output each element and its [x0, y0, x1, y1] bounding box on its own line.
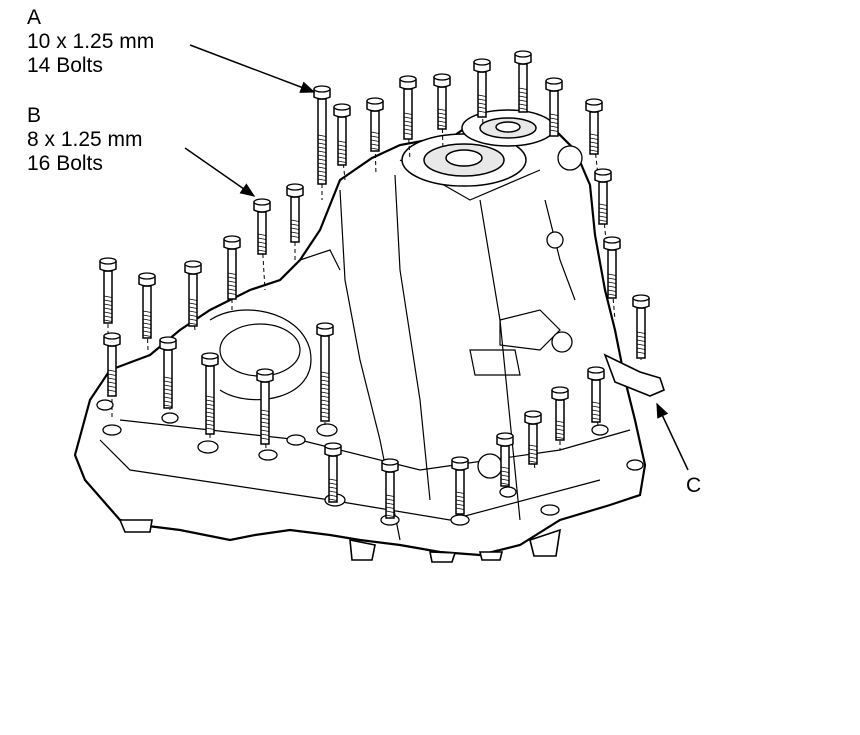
bolt: [201, 352, 219, 435]
mounting-holes: [96, 145, 644, 526]
leader-line-c: [656, 402, 689, 471]
bolt: [496, 432, 514, 487]
bolt: [551, 386, 569, 441]
case-bottom-flange: [118, 519, 561, 563]
bolt: [103, 332, 121, 397]
callout-b-size: 8 x 1.25 mm: [27, 128, 143, 151]
callout-c-letter: C: [686, 474, 702, 497]
bolt: [286, 183, 304, 243]
bolt: [433, 73, 451, 130]
bolt: [256, 368, 274, 445]
leader-line-a: [189, 44, 316, 93]
bolt: [451, 456, 469, 515]
bolt: [585, 98, 603, 155]
bolt: [324, 442, 342, 503]
bolt: [545, 77, 563, 137]
bracket-c: [603, 353, 665, 397]
bolt: [587, 366, 605, 423]
leader-line-b: [184, 147, 256, 197]
bolt: [473, 58, 491, 118]
bolt: [514, 50, 532, 113]
bolt: [99, 257, 117, 324]
bolt: [138, 272, 156, 339]
bolt: [316, 322, 334, 422]
bolt: [159, 336, 177, 409]
bolt: [399, 75, 417, 140]
bolt: [603, 236, 621, 299]
bolt: [184, 260, 202, 327]
callout-a-size: 10 x 1.25 mm: [27, 30, 155, 53]
callout-a-letter: A: [27, 6, 42, 29]
bolt: [366, 97, 384, 152]
callout-a-count: 14 Bolts: [27, 54, 103, 77]
bolt: [381, 458, 399, 519]
bolt: [313, 85, 331, 185]
bolt: [253, 198, 271, 255]
bolt: [594, 168, 612, 225]
bolt: [632, 294, 650, 359]
bolt: [333, 103, 351, 166]
callout-b-letter: B: [27, 104, 42, 127]
callout-b-count: 16 Bolts: [27, 152, 103, 175]
bolt: [524, 410, 542, 465]
bolt: [223, 235, 241, 300]
bolts: [99, 50, 650, 519]
